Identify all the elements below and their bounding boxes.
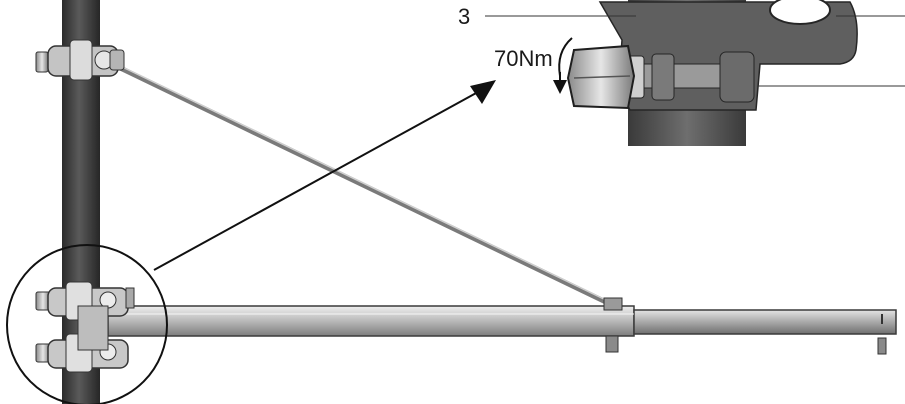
upper-clamp [35, 39, 125, 81]
callout-number-label: 3 [458, 4, 470, 29]
detail-callout-circle [6, 244, 168, 404]
arm-outer-section [633, 309, 897, 335]
brace-rod-highlight [111, 61, 611, 303]
callout-leader-line [153, 91, 479, 271]
torque-label: 70Nm [494, 46, 553, 71]
lower-clamp [35, 281, 135, 373]
rotation-arrow-down-icon [553, 37, 573, 94]
arm-inner-section [107, 305, 635, 337]
brace-rod [110, 61, 612, 307]
main-assembly [6, 0, 897, 404]
detail-eye-hole [769, 0, 831, 25]
arm-joint-bolt [603, 297, 623, 353]
arm-end-pin [877, 314, 887, 355]
callout-arrowhead [470, 80, 496, 104]
detail-inset: 3 70Nm [458, 0, 905, 146]
